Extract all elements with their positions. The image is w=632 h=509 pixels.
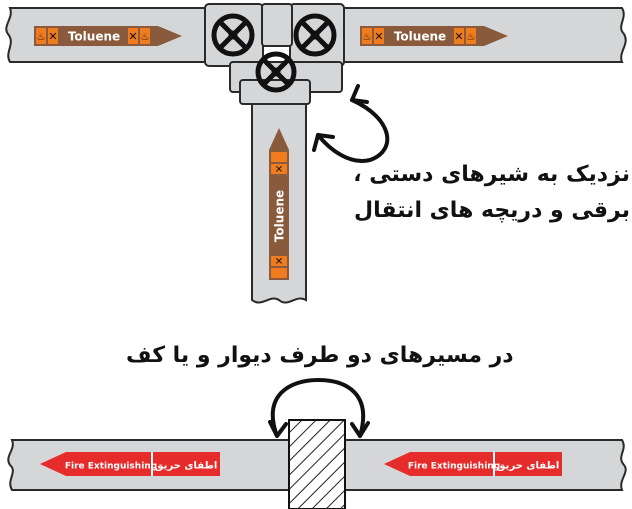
svg-text:✕: ✕	[454, 30, 463, 43]
svg-text:✕: ✕	[48, 30, 57, 43]
fire-label-en: Fire Extinguishing	[408, 462, 500, 472]
hazard-harmful-icon	[128, 28, 138, 44]
hazard-flammable-icon	[271, 152, 287, 162]
caption-walls: در مسیرهای دو طرف دیوار و یا کف	[126, 343, 514, 368]
svg-text:♨: ♨	[363, 32, 372, 43]
fire-label-right: Fire Extinguishing اطفای حریق	[384, 452, 562, 476]
toluene-text: Toluene	[273, 190, 287, 242]
hazard-harmful-icon	[374, 28, 384, 44]
caption-valves-line1: نزدیک به شیرهای دستی ،	[353, 162, 630, 187]
hazard-harmful-icon	[271, 164, 287, 174]
wall-hatch-icon	[288, 419, 346, 509]
toluene-label-vertical: ✕ Toluene ✕	[269, 128, 289, 280]
hazard-harmful-icon	[48, 28, 58, 44]
caption-valves-line2: برقی و دریچه های انتقال	[354, 198, 630, 223]
toluene-label-left: ♨ ✕ Toluene ✕ ♨	[34, 26, 182, 46]
svg-text:✕: ✕	[374, 30, 383, 43]
toluene-text: Toluene	[394, 30, 446, 44]
hazard-flammable-icon	[362, 28, 372, 44]
svg-text:♨: ♨	[37, 32, 46, 43]
fire-label-en: Fire Extinguishing	[65, 462, 157, 472]
svg-text:✕: ✕	[128, 30, 137, 43]
hazard-harmful-icon	[271, 256, 287, 266]
fire-label-fa: اطفای حریق	[155, 461, 218, 472]
curved-double-arrow-icon	[268, 377, 370, 438]
hazard-flammable-icon	[271, 268, 287, 278]
hazard-flammable-icon	[36, 28, 46, 44]
valve-wheel-icon	[255, 51, 297, 93]
hazard-harmful-icon	[454, 28, 464, 44]
svg-text:✕: ✕	[275, 165, 283, 176]
hazard-flammable-icon	[466, 28, 476, 44]
hazard-flammable-icon	[140, 28, 150, 44]
valve-wheel-icon	[211, 13, 255, 57]
toluene-text: Toluene	[68, 30, 120, 44]
curved-double-arrow-icon	[312, 84, 390, 163]
svg-text:♨: ♨	[467, 32, 476, 43]
fire-label-fa: اطفای حریق	[497, 461, 560, 472]
valve-wheel-icon	[293, 13, 337, 57]
fire-label-left: Fire Extinguishing اطفای حریق	[40, 452, 220, 476]
toluene-label-right: ♨ ✕ Toluene ✕ ♨	[360, 26, 508, 46]
svg-text:✕: ✕	[275, 257, 283, 268]
svg-text:♨: ♨	[141, 32, 150, 43]
